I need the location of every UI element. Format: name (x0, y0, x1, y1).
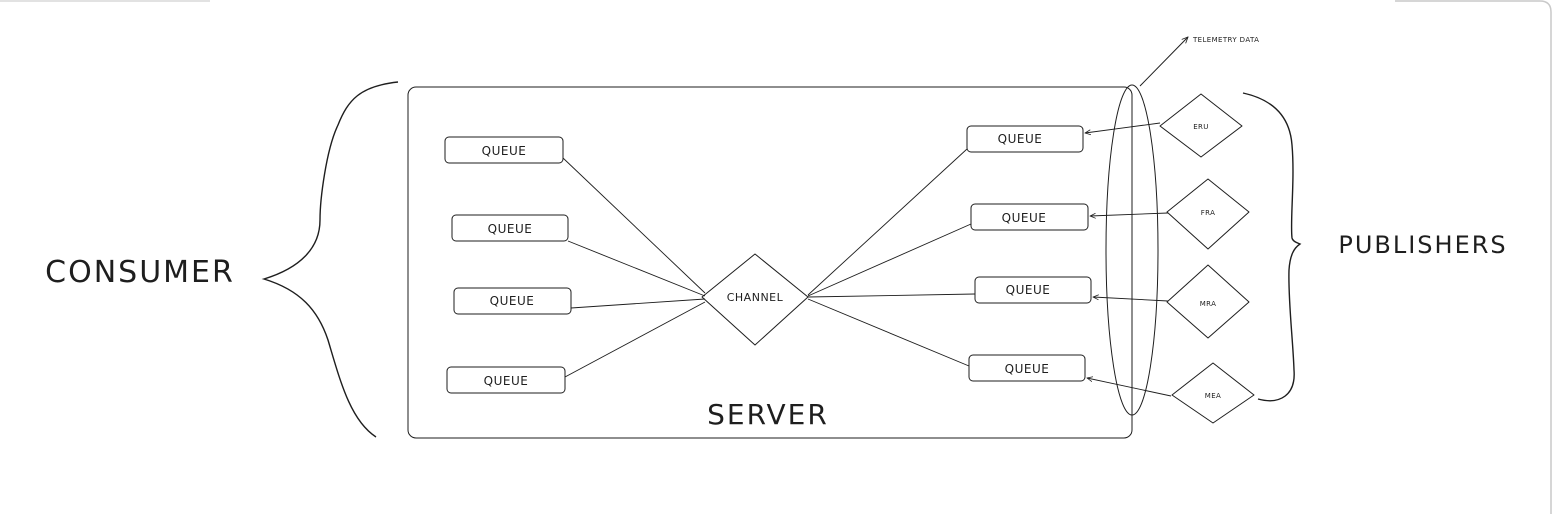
publisher-queue-label: QUEUE (1005, 362, 1050, 376)
publisher-queue-label: QUEUE (1002, 211, 1047, 225)
publisher-arrows (1085, 122, 1172, 397)
consumer-queue: QUEUE (446, 366, 566, 394)
telemetry-label: TELEMETRY DATA (1192, 36, 1259, 44)
publisher-label: ERU (1193, 123, 1209, 131)
publisher-label: FRA (1201, 209, 1216, 217)
telemetry-arrow (1139, 37, 1188, 87)
publisher-queue: QUEUE (968, 354, 1086, 382)
consumer-queue-label: QUEUE (482, 144, 527, 158)
consumer-queue-label: QUEUE (484, 374, 529, 388)
publisher-node: MRA (1166, 264, 1250, 339)
publisher-queue-label: QUEUE (998, 132, 1043, 146)
consumer-label: CONSUMER (45, 255, 235, 290)
consumer-queue: QUEUE (453, 287, 572, 315)
publisher-queue: QUEUE (970, 203, 1089, 231)
consumer-brace (261, 81, 399, 438)
consumer-queue-label: QUEUE (490, 294, 535, 308)
channel-label: CHANNEL (727, 291, 784, 304)
channel-diamond (701, 253, 809, 346)
consumer-queue: QUEUE (451, 214, 569, 242)
window-frame (1395, 0, 1552, 514)
publishers-brace (1242, 92, 1302, 402)
publisher-node: MEA (1171, 362, 1255, 424)
publisher-node: ERU (1159, 93, 1243, 158)
publisher-label: MEA (1205, 392, 1221, 400)
consumer-queue-label: QUEUE (488, 222, 533, 236)
consumer-queue: QUEUE (444, 136, 564, 164)
consumer-connections (562, 157, 706, 378)
publisher-queue: QUEUE (974, 276, 1092, 304)
publisher-queue-label: QUEUE (1006, 283, 1051, 297)
publisher-label: MRA (1200, 300, 1217, 308)
server-label: SERVER (707, 398, 829, 431)
telemetry-ellipse (1105, 84, 1159, 416)
publisher-connections (807, 148, 976, 367)
server-box (407, 86, 1133, 439)
publisher-queue: QUEUE (966, 125, 1084, 153)
publisher-node: FRA (1166, 178, 1250, 250)
publishers-label: PUBLISHERS (1338, 231, 1507, 259)
